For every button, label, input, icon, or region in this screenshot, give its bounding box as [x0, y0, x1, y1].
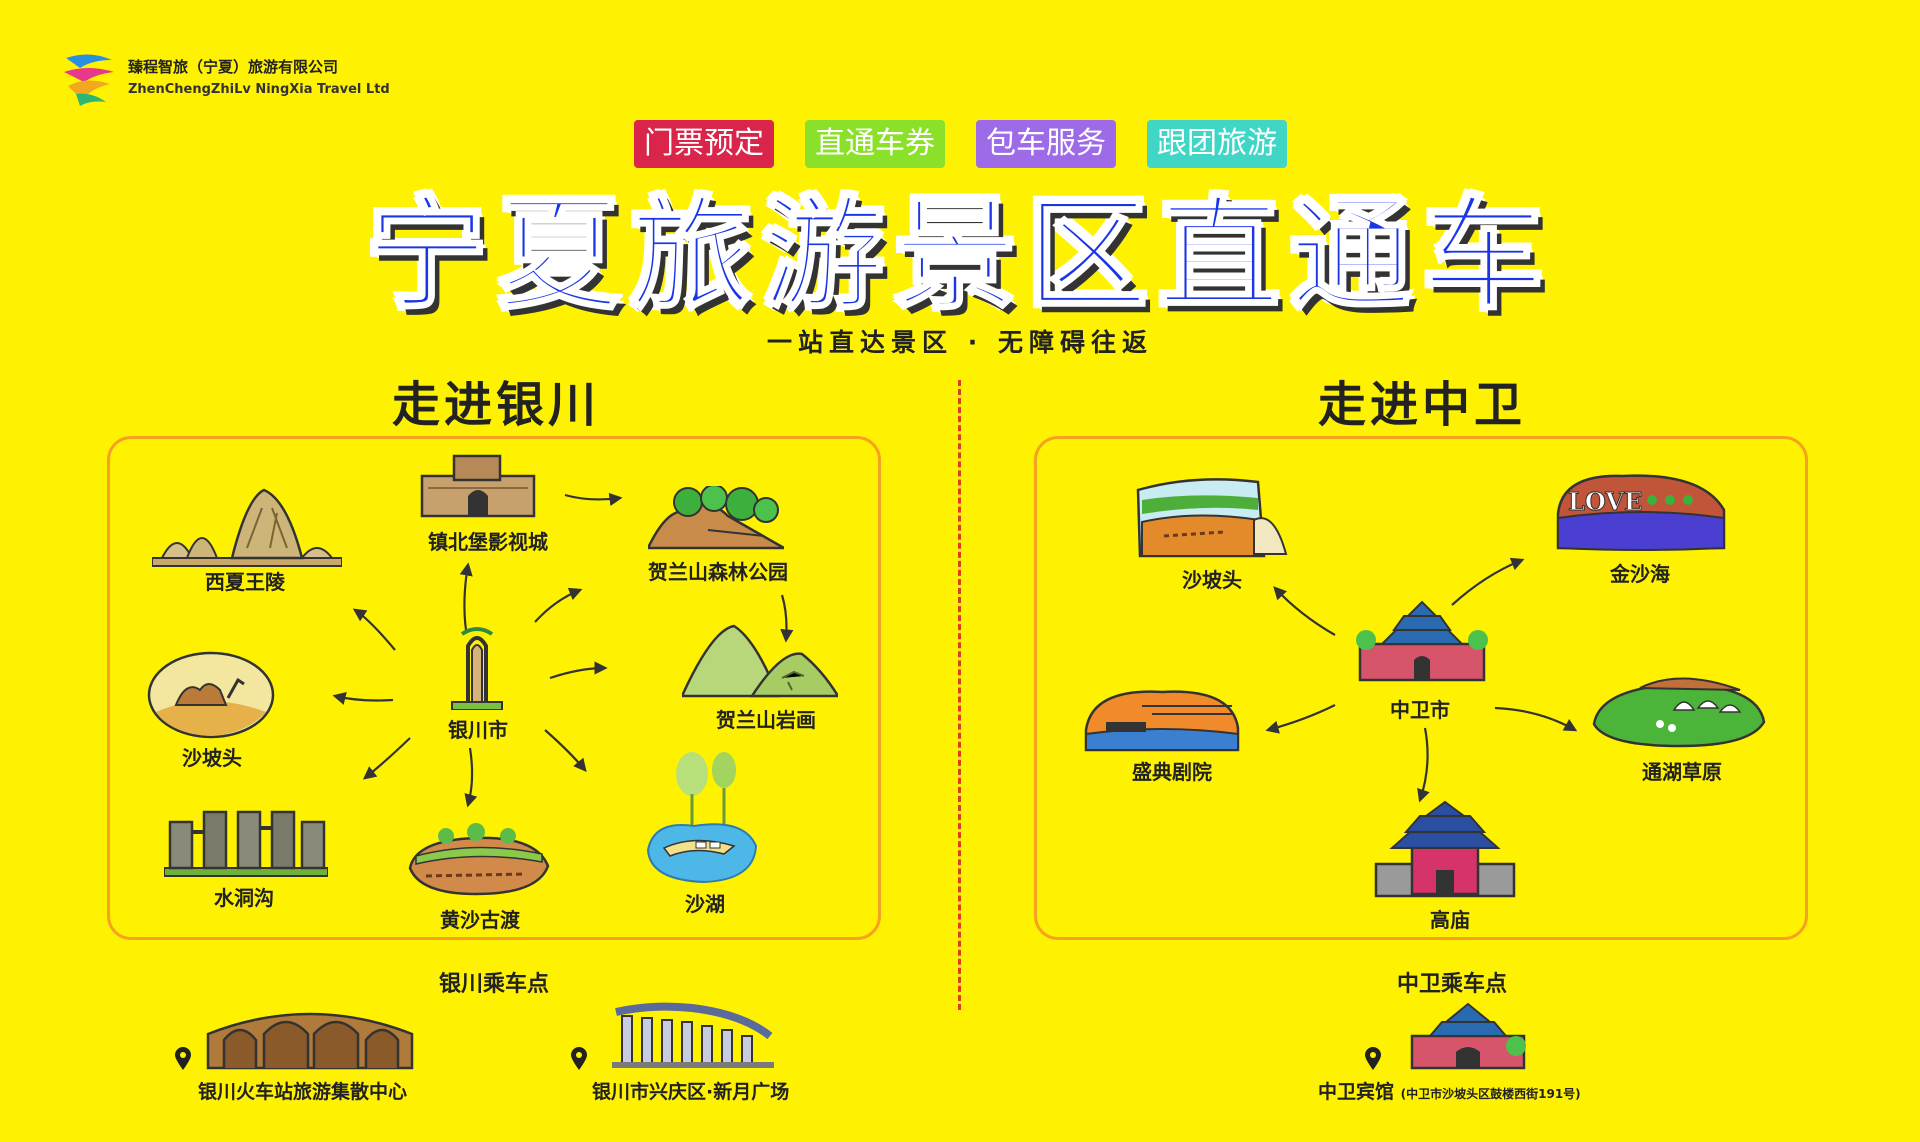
zhongwei-hotel-icon	[1410, 1002, 1526, 1070]
shahu-lake-icon	[646, 752, 758, 884]
yinchuan-pickup-title: 银川乘车点	[438, 972, 550, 997]
headline: 宁夏旅游景区直通车	[365, 184, 1554, 327]
jinshahai-icon: LOVE	[1556, 474, 1726, 551]
location-pin-icon	[1365, 1047, 1381, 1070]
spot-label-helan-rock[interactable]: 贺兰山岩画	[716, 708, 816, 732]
love-sign-text: LOVE	[1568, 487, 1642, 516]
huangsha-ferry-icon	[408, 823, 550, 896]
spot-label-shapotou-zw[interactable]: 沙坡头	[1182, 568, 1242, 592]
yinchuan-section-title: 走进银川	[392, 377, 601, 433]
spot-label-helan-forest[interactable]: 贺兰山森林公园	[648, 560, 788, 584]
company-logo: 臻程智旅（宁夏）旅游有限公司 ZhenChengZhiLv NingXia Tr…	[62, 48, 390, 108]
spot-label-shuidonggou[interactable]: 水洞沟	[214, 886, 274, 910]
xinyue-square-icon	[612, 1002, 774, 1068]
company-name-cn: 臻程智旅（宁夏）旅游有限公司	[128, 58, 339, 76]
tag-shuttle-voucher[interactable]: 直通车券	[805, 120, 945, 168]
helan-forest-icon	[648, 486, 784, 550]
spot-label-shahu[interactable]: 沙湖	[685, 892, 725, 916]
logo-mark-icon	[64, 54, 114, 106]
spot-label-xixia[interactable]: 西夏王陵	[205, 570, 285, 594]
spot-label-tonghu[interactable]: 通湖草原	[1642, 760, 1722, 784]
zhongwei-pickup-title: 中卫乘车点	[1396, 972, 1508, 997]
xixia-tombs-icon	[152, 488, 342, 567]
yinchuan-panel	[107, 436, 881, 940]
location-pin-icon	[175, 1047, 191, 1070]
shapotou-river-icon	[1136, 478, 1288, 558]
tag-ticket-booking[interactable]: 门票预定	[634, 120, 774, 168]
spot-label-shengdian[interactable]: 盛典剧院	[1132, 760, 1212, 784]
company-name-en: ZhenChengZhiLv NingXia Travel Ltd	[128, 82, 390, 97]
spot-label-gaomiao[interactable]: 高庙	[1430, 908, 1470, 932]
pickup-zhongwei-hotel-name: 中卫宾馆	[1318, 1081, 1395, 1103]
pickup-zhongwei-hotel-address: (中卫市沙坡头区鼓楼西街191号)	[1400, 1087, 1581, 1101]
tonghu-grassland-icon	[1592, 677, 1766, 748]
helan-rock-art-icon	[682, 624, 838, 698]
tag-charter-service[interactable]: 包车服务	[976, 120, 1116, 168]
yinchuan-center-label[interactable]: 银川市	[448, 718, 508, 742]
spot-label-jinshahai[interactable]: 金沙海	[1610, 562, 1670, 586]
zhongwei-section-title: 走进中卫	[1318, 377, 1527, 433]
subheadline: 一站直达景区 · 无障碍往返	[767, 328, 1153, 357]
spot-label-zhenbeibao[interactable]: 镇北堡影视城	[428, 530, 548, 554]
yinchuan-monument-icon	[451, 627, 503, 710]
zhenbeibao-fort-icon	[420, 454, 536, 518]
shapotou-camel-icon	[147, 651, 275, 739]
gaomiao-temple-icon	[1374, 800, 1516, 898]
yinchuan-railway-station-icon	[206, 1012, 414, 1070]
spot-label-huangsha[interactable]: 黄沙古渡	[440, 908, 520, 932]
zhongwei-drum-tower-icon	[1356, 600, 1488, 682]
location-pin-icon	[571, 1047, 587, 1070]
zhongwei-panel	[1034, 436, 1808, 940]
pickup-railway-station[interactable]: 银川火车站旅游集散中心	[198, 1081, 408, 1103]
section-divider	[958, 380, 961, 1010]
pickup-xinyue-square[interactable]: 银川市兴庆区·新月广场	[592, 1081, 790, 1103]
pickup-zhongwei-hotel[interactable]: 中卫宾馆 (中卫市沙坡头区鼓楼西街191号)	[1318, 1077, 1581, 1104]
spot-label-shapotou-yc[interactable]: 沙坡头	[182, 746, 242, 770]
tag-group-tour[interactable]: 跟团旅游	[1147, 120, 1287, 168]
shuidonggou-icon	[164, 810, 328, 877]
zhongwei-center-label[interactable]: 中卫市	[1390, 698, 1450, 722]
shengdian-theater-icon	[1084, 690, 1240, 752]
